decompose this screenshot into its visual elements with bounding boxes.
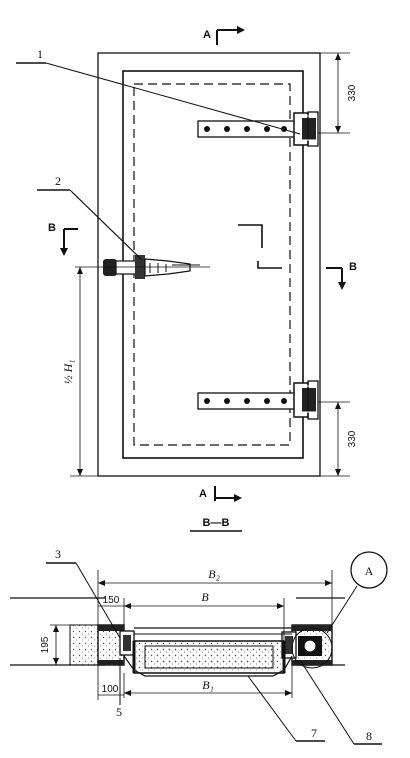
dimension-100-text: 100: [102, 684, 119, 695]
part-label-2: 2: [37, 174, 143, 261]
dimension-b: B: [123, 590, 285, 641]
top-hinge: [197, 111, 319, 147]
dimension-330-top-text: 330: [347, 84, 358, 101]
dimension-330-bottom-text: 330: [347, 430, 358, 447]
dimension-195: 195: [40, 624, 70, 666]
part-label-1-text: 1: [37, 47, 43, 61]
section-title: B—B: [203, 517, 230, 529]
section-marker-a-top-label: A: [203, 29, 211, 41]
door-elevation: A A B B 1: [16, 26, 358, 502]
inner-panel-dashed: [133, 83, 291, 446]
section-marker-a-bottom-label: A: [199, 488, 207, 500]
section-marker-b-right: B: [326, 261, 357, 290]
left-wall-fill: [69, 624, 99, 666]
section-marker-b-left: B: [48, 222, 78, 256]
dimension-b1-text: B₁: [202, 678, 214, 692]
dimension-b1: B₁: [123, 665, 293, 698]
dimension-150-text: 150: [103, 595, 120, 606]
part-label-1: 1: [16, 47, 301, 135]
detail-callout-a-text: A: [365, 564, 374, 578]
dimension-half-h1: ½ H₁: [61, 267, 98, 477]
bottom-hinge: [197, 380, 319, 420]
dimension-330-bottom: 330: [318, 401, 358, 477]
part-label-3-text: 3: [55, 547, 61, 561]
part-label-7-text: 7: [311, 726, 317, 740]
part-label-3: 3: [46, 547, 121, 639]
section-marker-b-left-label: B: [48, 222, 56, 234]
section-marker-a-bottom: A: [199, 486, 242, 502]
dimension-b2: B₂: [97, 567, 333, 625]
dimension-b-text: B: [201, 590, 209, 604]
dimension-195-text: 195: [40, 636, 51, 653]
section-marker-a-top: A: [203, 26, 245, 45]
dimension-b2-text: B₂: [208, 567, 220, 581]
part-label-8-text: 8: [366, 729, 372, 743]
section-marker-b-right-label: B: [349, 261, 357, 273]
dimension-150: 150: [98, 595, 124, 607]
outer-frame: [97, 52, 321, 477]
door-handle: [75, 255, 210, 279]
dimension-half-h1-text: ½ H₁: [61, 360, 75, 385]
part-label-8: 8: [299, 659, 382, 745]
part-label-7: 7: [247, 675, 325, 742]
section-bb: B—B: [10, 517, 388, 745]
detail-callout-a: A: [291, 551, 388, 669]
dimension-330-top: 330: [318, 52, 358, 134]
part-label-5-text: 5: [116, 705, 122, 719]
part-label-2-text: 2: [55, 174, 61, 188]
part-label-5: 5: [116, 658, 122, 719]
